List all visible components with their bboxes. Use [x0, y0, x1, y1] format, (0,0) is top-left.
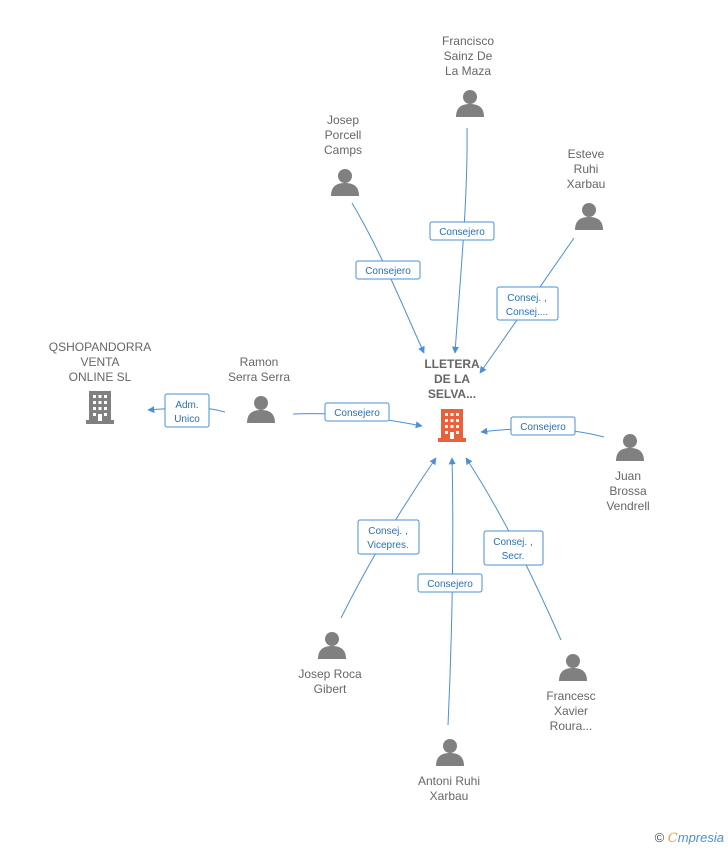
role-francesc[interactable]: Consej. , Secr.	[483, 530, 544, 566]
svg-text:Consej....: Consej....	[506, 307, 548, 318]
brand-logo-text: mpresia	[677, 830, 724, 845]
person-icon	[575, 203, 603, 230]
svg-text:SELVA...: SELVA...	[428, 387, 476, 401]
svg-text:Gibert: Gibert	[314, 682, 347, 696]
person-icon	[436, 739, 464, 766]
svg-text:Porcell: Porcell	[325, 128, 362, 142]
svg-text:Josep: Josep	[327, 113, 359, 127]
svg-text:LLETERA: LLETERA	[424, 357, 480, 371]
role-francisco[interactable]: Consejero	[429, 221, 495, 241]
person-node-ramon[interactable]: Ramon Serra Serra	[228, 355, 290, 423]
svg-text:Juan: Juan	[615, 469, 641, 483]
person-node-juan[interactable]: Juan Brossa Vendrell	[606, 434, 650, 513]
person-icon	[456, 90, 484, 117]
brand-logo-initial: C	[667, 831, 678, 846]
building-icon	[438, 409, 466, 442]
svg-text:Serra Serra: Serra Serra	[228, 370, 290, 384]
svg-text:VENTA: VENTA	[80, 355, 119, 369]
person-icon	[559, 654, 587, 681]
svg-text:Consejero: Consejero	[365, 266, 411, 277]
svg-text:DE LA: DE LA	[434, 372, 470, 386]
svg-text:Ramon: Ramon	[240, 355, 279, 369]
svg-text:Camps: Camps	[324, 143, 362, 157]
svg-text:Xarbau: Xarbau	[430, 789, 469, 803]
svg-text:Consejero: Consejero	[427, 579, 473, 590]
svg-text:Consejero: Consejero	[520, 422, 566, 433]
person-node-josep-roca[interactable]: Josep Roca Gibert	[298, 632, 362, 696]
person-node-josep-porcell[interactable]: Josep Porcell Camps	[324, 113, 362, 196]
person-node-esteve[interactable]: Esteve Ruhi Xarbau	[567, 147, 606, 230]
svg-text:Vicepres.: Vicepres.	[367, 540, 409, 551]
svg-text:Antoni Ruhi: Antoni Ruhi	[418, 774, 480, 788]
center-company-node[interactable]: LLETERA DE LA SELVA...	[424, 357, 480, 442]
svg-text:Consej. ,: Consej. ,	[493, 537, 532, 548]
role-josep-porcell[interactable]: Consejero	[355, 260, 421, 280]
person-icon	[616, 434, 644, 461]
role-boxes: Consejero Consejero Consej. , Consej....…	[164, 221, 576, 593]
svg-text:QSHOPANDORRA: QSHOPANDORRA	[49, 340, 151, 354]
svg-text:La Maza: La Maza	[445, 64, 491, 78]
svg-text:Francesc: Francesc	[546, 689, 595, 703]
svg-text:Vendrell: Vendrell	[606, 499, 649, 513]
role-antoni[interactable]: Consejero	[417, 573, 483, 593]
footer-brand: © Cmpresia	[655, 830, 724, 846]
svg-text:Esteve: Esteve	[568, 147, 605, 161]
svg-text:Sainz De: Sainz De	[444, 49, 493, 63]
role-ramon[interactable]: Consejero	[324, 402, 390, 422]
svg-text:Brossa: Brossa	[609, 484, 647, 498]
person-node-francesc[interactable]: Francesc Xavier Roura...	[546, 654, 596, 733]
svg-text:Xavier: Xavier	[554, 704, 588, 718]
person-node-antoni[interactable]: Antoni Ruhi Xarbau	[418, 739, 480, 803]
person-icon	[247, 396, 275, 423]
company-node-qshopandorra[interactable]: QSHOPANDORRA VENTA ONLINE SL	[49, 340, 151, 424]
svg-text:Consej. ,: Consej. ,	[368, 526, 407, 537]
role-esteve[interactable]: Consej. , Consej....	[496, 286, 559, 321]
svg-text:Consejero: Consejero	[439, 227, 485, 238]
role-josep-roca[interactable]: Consej. , Vicepres.	[357, 519, 420, 555]
building-icon	[86, 391, 114, 424]
svg-text:Ruhi: Ruhi	[574, 162, 599, 176]
role-ramon-company[interactable]: Adm. Unico	[164, 393, 210, 428]
person-icon	[318, 632, 346, 659]
svg-text:Xarbau: Xarbau	[567, 177, 606, 191]
svg-text:Secr.: Secr.	[502, 551, 525, 562]
svg-text:Unico: Unico	[174, 414, 200, 425]
svg-text:Consejero: Consejero	[334, 408, 380, 419]
svg-text:ONLINE SL: ONLINE SL	[69, 370, 132, 384]
svg-text:Roura...: Roura...	[550, 719, 593, 733]
svg-text:Josep Roca: Josep Roca	[298, 667, 362, 681]
svg-text:Francisco: Francisco	[442, 34, 494, 48]
copyright-symbol: ©	[654, 830, 665, 845]
person-icon	[331, 169, 359, 196]
svg-text:Consej. ,: Consej. ,	[507, 293, 546, 304]
svg-text:Adm.: Adm.	[175, 400, 198, 411]
person-node-francisco[interactable]: Francisco Sainz De La Maza	[442, 34, 494, 117]
role-juan[interactable]: Consejero	[510, 416, 576, 436]
